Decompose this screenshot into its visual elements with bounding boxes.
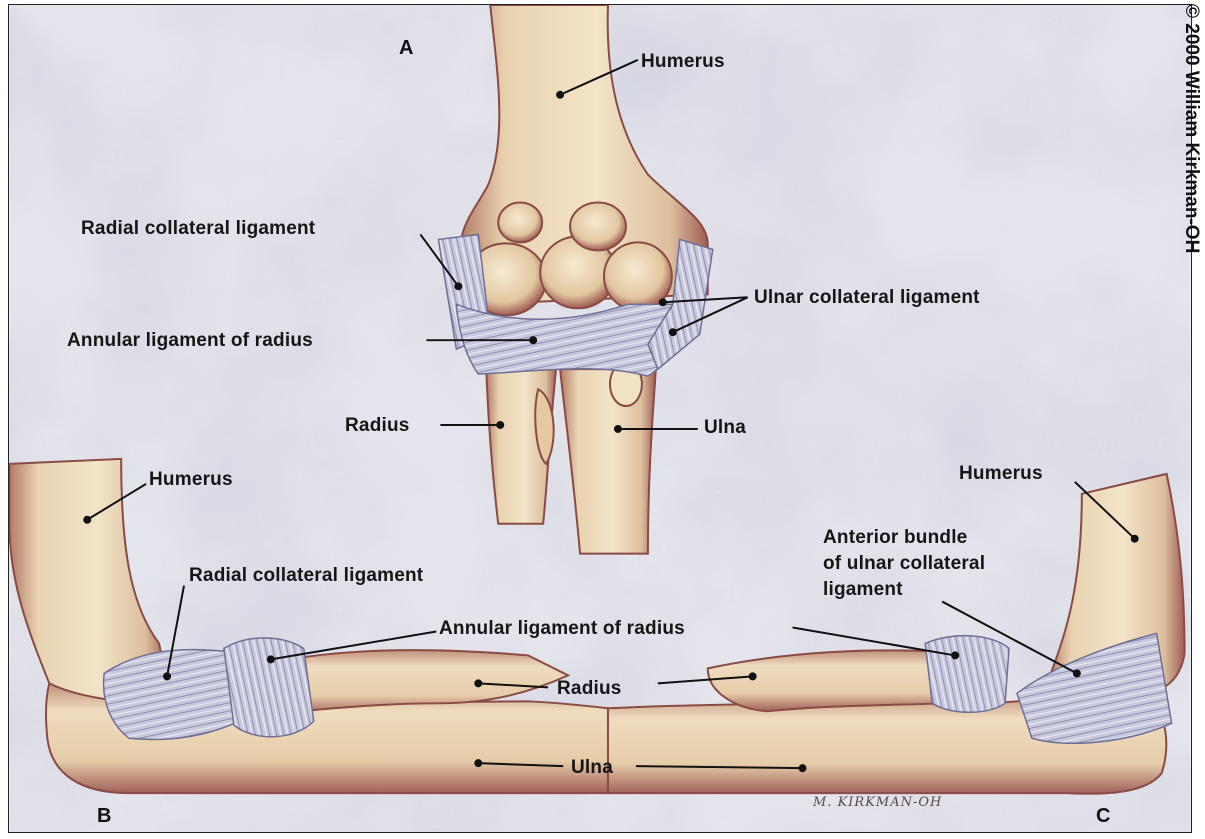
- copyright-notice: © 2000 William Kirkman-OH: [1180, 4, 1202, 253]
- panel-label-c: C: [1096, 805, 1110, 828]
- label-bc-radius: Radius: [557, 678, 622, 700]
- label-a-radial-collateral-ligament: Radial collateral ligament: [81, 218, 315, 240]
- panel-label-b: B: [97, 805, 111, 828]
- label-a-humerus: Humerus: [641, 51, 725, 73]
- label-a-annular-ligament: Annular ligament of radius: [67, 330, 313, 352]
- label-c-humerus: Humerus: [959, 463, 1043, 485]
- anatomy-illustration: A B C Humerus Radial collateral ligament…: [8, 4, 1192, 833]
- elbow-ligaments-drawing: [9, 5, 1191, 832]
- label-a-ulna: Ulna: [704, 417, 746, 439]
- artist-signature: M. KIRKMAN-OH: [813, 795, 942, 810]
- label-b-humerus: Humerus: [149, 469, 233, 491]
- label-bc-ulna: Ulna: [571, 757, 613, 779]
- coronoid-fossa: [570, 203, 626, 251]
- annular-ligament-b: [224, 638, 314, 737]
- label-bc-annular-ligament: Annular ligament of radius: [439, 618, 685, 640]
- radial-fossa: [498, 203, 542, 243]
- label-a-radius: Radius: [345, 415, 410, 437]
- label-c-anterior-bundle: Anterior bundle of ulnar collateral liga…: [823, 525, 985, 603]
- label-a-ulnar-collateral-ligament: Ulnar collateral ligament: [754, 287, 980, 309]
- annular-ligament-c: [925, 636, 1009, 713]
- label-b-radial-collateral-ligament: Radial collateral ligament: [189, 565, 423, 587]
- panel-label-a: A: [399, 37, 413, 60]
